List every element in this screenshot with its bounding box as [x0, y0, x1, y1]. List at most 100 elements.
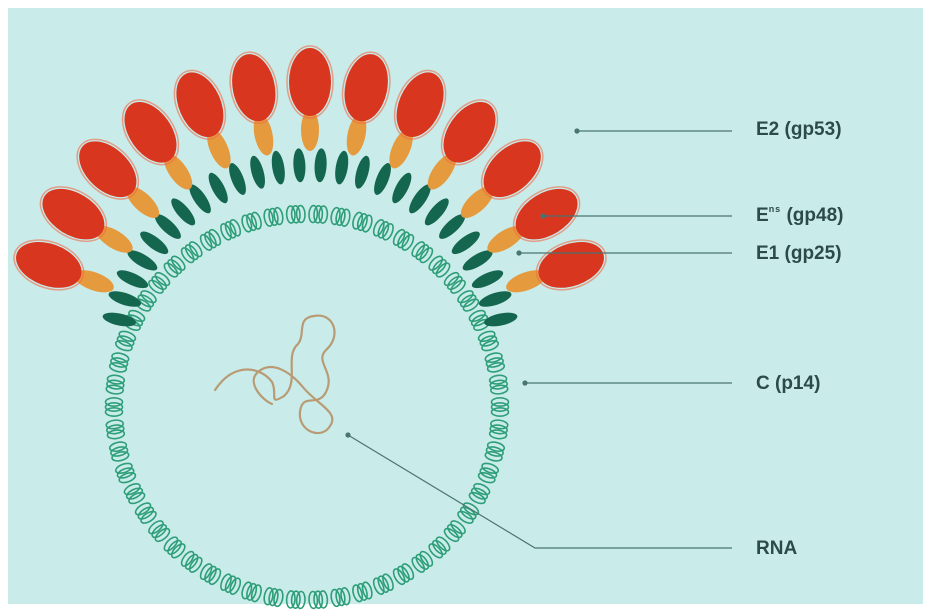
capsid-unit-icon [179, 240, 204, 265]
e1-anchor-icon [270, 150, 287, 186]
capsid-coil-loop [396, 230, 412, 249]
capsid-coil-loop [203, 565, 219, 584]
label-capsid: C (p14) [756, 373, 820, 395]
capsid-unit-icon [162, 254, 187, 279]
capsid-unit-icon [351, 211, 374, 233]
capsid-unit-icon [106, 374, 125, 394]
e2-spike-icon [10, 234, 88, 297]
e1-anchor-icon [389, 170, 416, 206]
capsid-unit-icon [410, 240, 435, 265]
capsid-unit-icon [123, 482, 146, 506]
capsid-unit-icon [240, 581, 263, 603]
e1-anchor-icon [470, 267, 506, 292]
capsid-unit-icon [410, 549, 435, 574]
capsid-coil-loop [125, 486, 144, 501]
label-e3: Ens (gp48) [756, 204, 843, 227]
capsid-unit-icon [468, 482, 491, 506]
e1-anchor-icon [314, 148, 328, 183]
capsid-unit-icon [391, 228, 415, 252]
capsid-coil-loop [123, 482, 142, 497]
capsid-unit-icon [198, 562, 222, 586]
e1-layer [101, 148, 518, 329]
capsid-unit-icon [106, 419, 125, 439]
capsid-unit-icon [263, 207, 284, 227]
capsid-unit-icon [330, 207, 351, 227]
capsid-coil-loop [207, 567, 223, 586]
e1-anchor-icon [226, 161, 250, 197]
capsid-unit-icon [427, 535, 452, 560]
e1-anchor-icon [477, 288, 513, 310]
capsid-unit-icon [286, 205, 305, 223]
capsid-coil-loop [391, 228, 407, 247]
capsid-unit-icon [147, 270, 172, 295]
e2-spike-icon [532, 234, 610, 297]
capsid-unit-icon [372, 573, 396, 596]
capsid-coil-loop [492, 403, 509, 411]
label-e3-letter: E [756, 205, 769, 226]
leader-line-rna [348, 435, 732, 548]
capsid-unit-icon [162, 535, 187, 560]
capsid-coil-loop [207, 228, 223, 247]
capsid-unit-icon [240, 211, 263, 233]
capsid-unit-icon [263, 587, 284, 607]
e1-anchor-icon [247, 154, 268, 190]
capsid-unit-icon [109, 441, 130, 463]
e1-anchor-icon [205, 170, 232, 206]
capsid-unit-icon [198, 228, 222, 252]
capsid-unit-icon [114, 329, 136, 352]
capsid-unit-icon [484, 441, 505, 463]
capsid-unit-icon [219, 218, 243, 241]
label-e1: E1 (gp25) [756, 243, 842, 265]
capsid-unit-icon [477, 461, 499, 484]
capsid-unit-icon [147, 519, 172, 544]
capsid-unit-icon [489, 419, 508, 439]
capsid-coil-loop [263, 587, 274, 605]
capsid-coil-loop [203, 230, 219, 249]
e1-anchor-icon [333, 150, 350, 186]
label-e2: E2 (gp53) [756, 119, 842, 141]
capsid-unit-icon [427, 254, 452, 279]
capsid-coil-loop [470, 486, 489, 501]
e1-anchor-icon [292, 148, 306, 183]
capsid-unit-icon [351, 581, 374, 603]
leader-dot-e3 [541, 214, 545, 218]
capsid-unit-icon [114, 461, 136, 484]
capsid-coil-loop [330, 589, 341, 607]
leader-dot-capsid [523, 381, 527, 385]
capsid-unit-icon [492, 398, 509, 416]
capsid-unit-icon [106, 398, 123, 416]
leader-dot-e2 [575, 129, 579, 133]
capsid-coil-loop [391, 567, 407, 586]
capsid-unit-icon [477, 329, 499, 352]
capsid-unit-icon [309, 591, 328, 609]
capsid-unit-icon [442, 519, 467, 544]
label-rna: RNA [756, 538, 797, 560]
leader-dot-e1 [517, 251, 521, 255]
capsid-unit-icon [442, 270, 467, 295]
capsid-unit-icon [391, 562, 415, 586]
leader-dot-rna [346, 433, 350, 437]
capsid-unit-icon [372, 218, 396, 241]
capsid-ring [106, 205, 509, 608]
e1-anchor-icon [352, 154, 373, 190]
e2-spike-icon [289, 48, 331, 116]
capsid-unit-icon [179, 549, 204, 574]
label-e3-superscript: ns [769, 204, 782, 214]
capsid-coil-loop [106, 403, 123, 411]
capsid-unit-icon [489, 374, 508, 394]
e1-anchor-icon [371, 161, 395, 197]
e1-anchor-icon [115, 267, 151, 292]
label-e3-rest: (gp48) [781, 205, 843, 226]
capsid-unit-icon [134, 501, 158, 526]
envelope-spike-layer [7, 46, 613, 329]
capsid-coil-loop [273, 207, 284, 225]
capsid-unit-icon [109, 352, 130, 374]
capsid-unit-icon [484, 352, 505, 374]
capsid-coil-loop [396, 565, 412, 584]
capsid-unit-icon [219, 573, 243, 596]
capsid-unit-icon [456, 289, 480, 314]
capsid-unit-icon [286, 591, 305, 609]
capsid-unit-icon [309, 205, 328, 223]
